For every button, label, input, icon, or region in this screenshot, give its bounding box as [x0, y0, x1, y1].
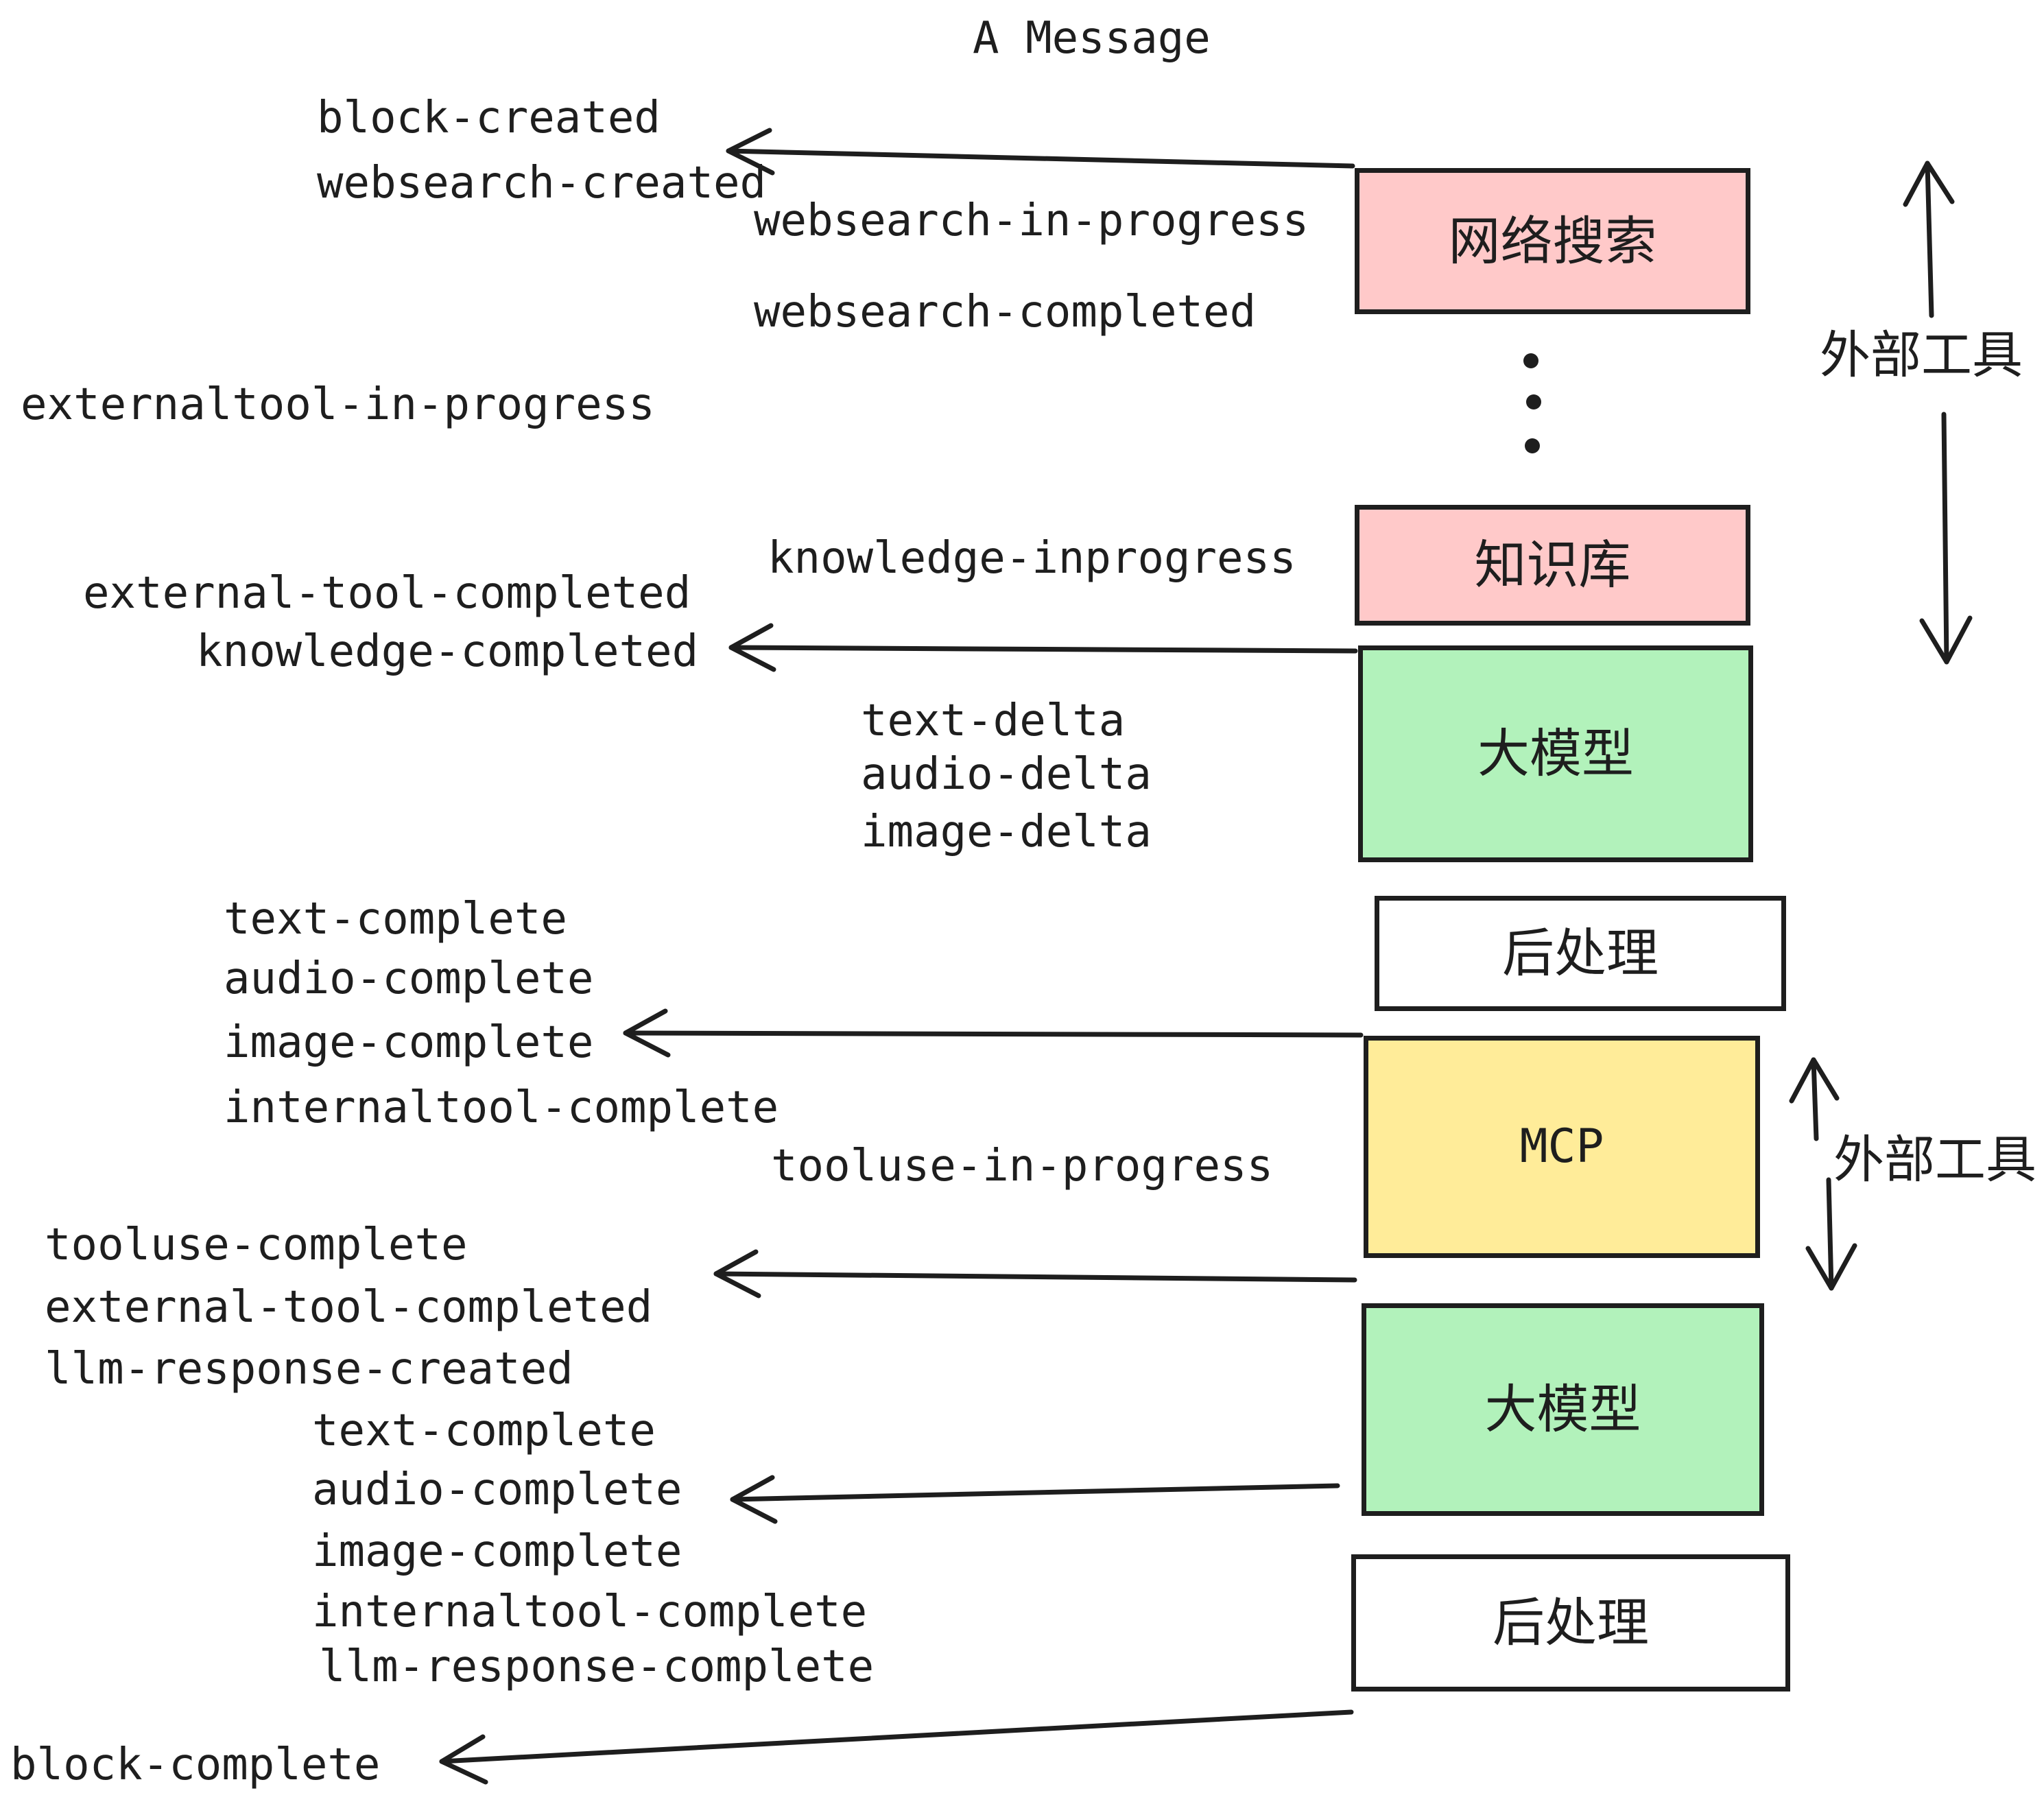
- diagram-title: A Message: [973, 13, 1211, 64]
- box-mcp: MCP: [1364, 1036, 1760, 1258]
- event-audio-complete-1: audio-complete: [224, 953, 594, 1004]
- box-llm-2: 大模型: [1362, 1303, 1764, 1516]
- event-knowledge-inprogress: knowledge-inprogress: [768, 533, 1296, 584]
- box-websearch: 网络搜索: [1355, 168, 1750, 314]
- side-label-external-tools-top: 外部工具: [1820, 326, 2023, 385]
- box-knowledge: 知识库: [1355, 505, 1750, 626]
- event-llm-response-created: llm-response-created: [45, 1344, 573, 1394]
- arrow-llm2-to-tooluse-complete: [713, 1249, 1357, 1298]
- event-image-complete-2: image-complete: [312, 1526, 682, 1577]
- event-tooluse-complete: tooluse-complete: [45, 1220, 468, 1270]
- event-external-tool-completed-2: external-tool-completed: [45, 1282, 653, 1333]
- event-image-delta-1: image-delta: [861, 807, 1152, 857]
- box-postprocess-2-label: 后处理: [1493, 1592, 1649, 1653]
- arrow-websearch-to-block-created: [726, 128, 1355, 176]
- arrow-post2-to-block-complete: [439, 1709, 1354, 1785]
- arrow-mcp-to-image-complete: [623, 1008, 1364, 1058]
- event-websearch-in-progress: websearch-in-progress: [754, 195, 1309, 246]
- double-arrow-external-tools-top: [1903, 161, 1973, 665]
- event-external-tool-completed-1: external-tool-completed: [83, 568, 691, 619]
- arrow-llm-to-knowledge-completed: [728, 623, 1358, 672]
- event-text-complete-1: text-complete: [224, 894, 567, 945]
- box-llm-1-label: 大模型: [1477, 723, 1634, 784]
- event-text-delta-1: text-delta: [861, 696, 1126, 746]
- box-knowledge-label: 知识库: [1474, 534, 1631, 595]
- arrow-llm2-to-audio-complete: [730, 1475, 1340, 1524]
- event-block-complete: block-complete: [10, 1740, 381, 1790]
- side-label-external-tools-mcp: 外部工具: [1833, 1130, 2036, 1189]
- event-llm-response-complete: llm-response-complete: [319, 1641, 875, 1692]
- box-mcp-label: MCP: [1519, 1119, 1604, 1174]
- box-llm-2-label: 大模型: [1484, 1379, 1641, 1440]
- event-internaltool-complete-2: internaltool-complete: [312, 1587, 868, 1637]
- event-audio-delta-1: audio-delta: [861, 749, 1152, 800]
- event-audio-complete-2: audio-complete: [312, 1464, 682, 1515]
- box-postprocess-2: 后处理: [1351, 1554, 1790, 1692]
- event-tooluse-in-progress: tooluse-in-progress: [771, 1141, 1274, 1191]
- event-knowledge-completed: knowledge-completed: [196, 626, 699, 677]
- event-externaltool-in-progress: externaltool-in-progress: [21, 379, 655, 430]
- event-image-complete-1: image-complete: [224, 1017, 594, 1068]
- box-postprocess-1: 后处理: [1375, 896, 1786, 1011]
- box-websearch-label: 网络搜索: [1448, 210, 1657, 272]
- box-postprocess-1-label: 后处理: [1502, 923, 1659, 984]
- ellipsis-dots: [1523, 353, 1541, 453]
- box-llm-1: 大模型: [1358, 645, 1753, 862]
- event-websearch-created: websearch-created: [317, 158, 767, 209]
- event-block-created: block-created: [317, 93, 661, 143]
- event-websearch-completed: websearch-completed: [754, 287, 1257, 337]
- event-text-complete-2: text-complete: [312, 1405, 656, 1456]
- event-internaltool-complete-1: internaltool-complete: [224, 1082, 779, 1133]
